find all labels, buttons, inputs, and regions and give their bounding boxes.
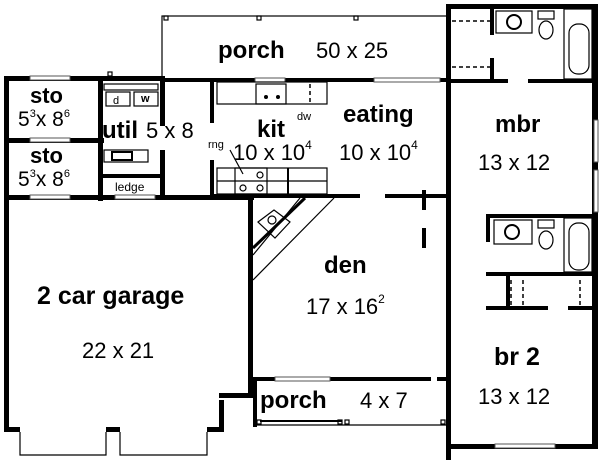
br2-dim: 13 x 12 (478, 384, 550, 409)
den-name: den (324, 252, 367, 279)
ledge-label: ledge (115, 180, 145, 194)
eating-name: eating (343, 101, 414, 128)
mbr-dim: 13 x 12 (478, 150, 550, 175)
porch-front-name: porch (218, 37, 285, 64)
garage-name: 2 car garage (37, 282, 184, 310)
porch-front-dim: 50 x 25 (316, 38, 388, 63)
master-bath-fixtures (495, 8, 593, 80)
sto-2-name: sto (30, 143, 63, 168)
front-porch-outline (161, 15, 449, 81)
porch-back-dim: 4 x 7 (360, 388, 408, 413)
dishwasher-label: dw (297, 111, 311, 123)
utility-fixtures (103, 71, 159, 163)
garage-dim: 22 x 21 (82, 338, 154, 363)
closet-rod-lines (452, 20, 581, 306)
porch-back-name: porch (260, 387, 327, 414)
util-dim: 5 x 8 (146, 118, 194, 143)
fireplace (251, 196, 335, 281)
washer-label: w (140, 93, 150, 105)
dryer-label: d (113, 95, 119, 107)
garage-door-projection (19, 432, 208, 456)
range-label: rng (208, 139, 224, 151)
eating-dim: 10 x 104 (339, 138, 418, 165)
br2-name: br 2 (494, 343, 540, 371)
sto-1-dim: 53x 86 (18, 108, 70, 131)
kitchen-counters (216, 81, 328, 195)
den-dim: 17 x 162 (306, 292, 385, 319)
mbr-name: mbr (495, 111, 540, 138)
sto-2-dim: 53x 86 (18, 168, 70, 191)
hall-bath-fixtures (493, 217, 593, 273)
kit-dim: 10 x 104 (233, 138, 312, 165)
util-name: util (102, 117, 138, 144)
sto-1-name: sto (30, 83, 63, 108)
kit-name: kit (257, 116, 285, 143)
windows (29, 75, 599, 449)
back-porch-outline (256, 419, 446, 426)
